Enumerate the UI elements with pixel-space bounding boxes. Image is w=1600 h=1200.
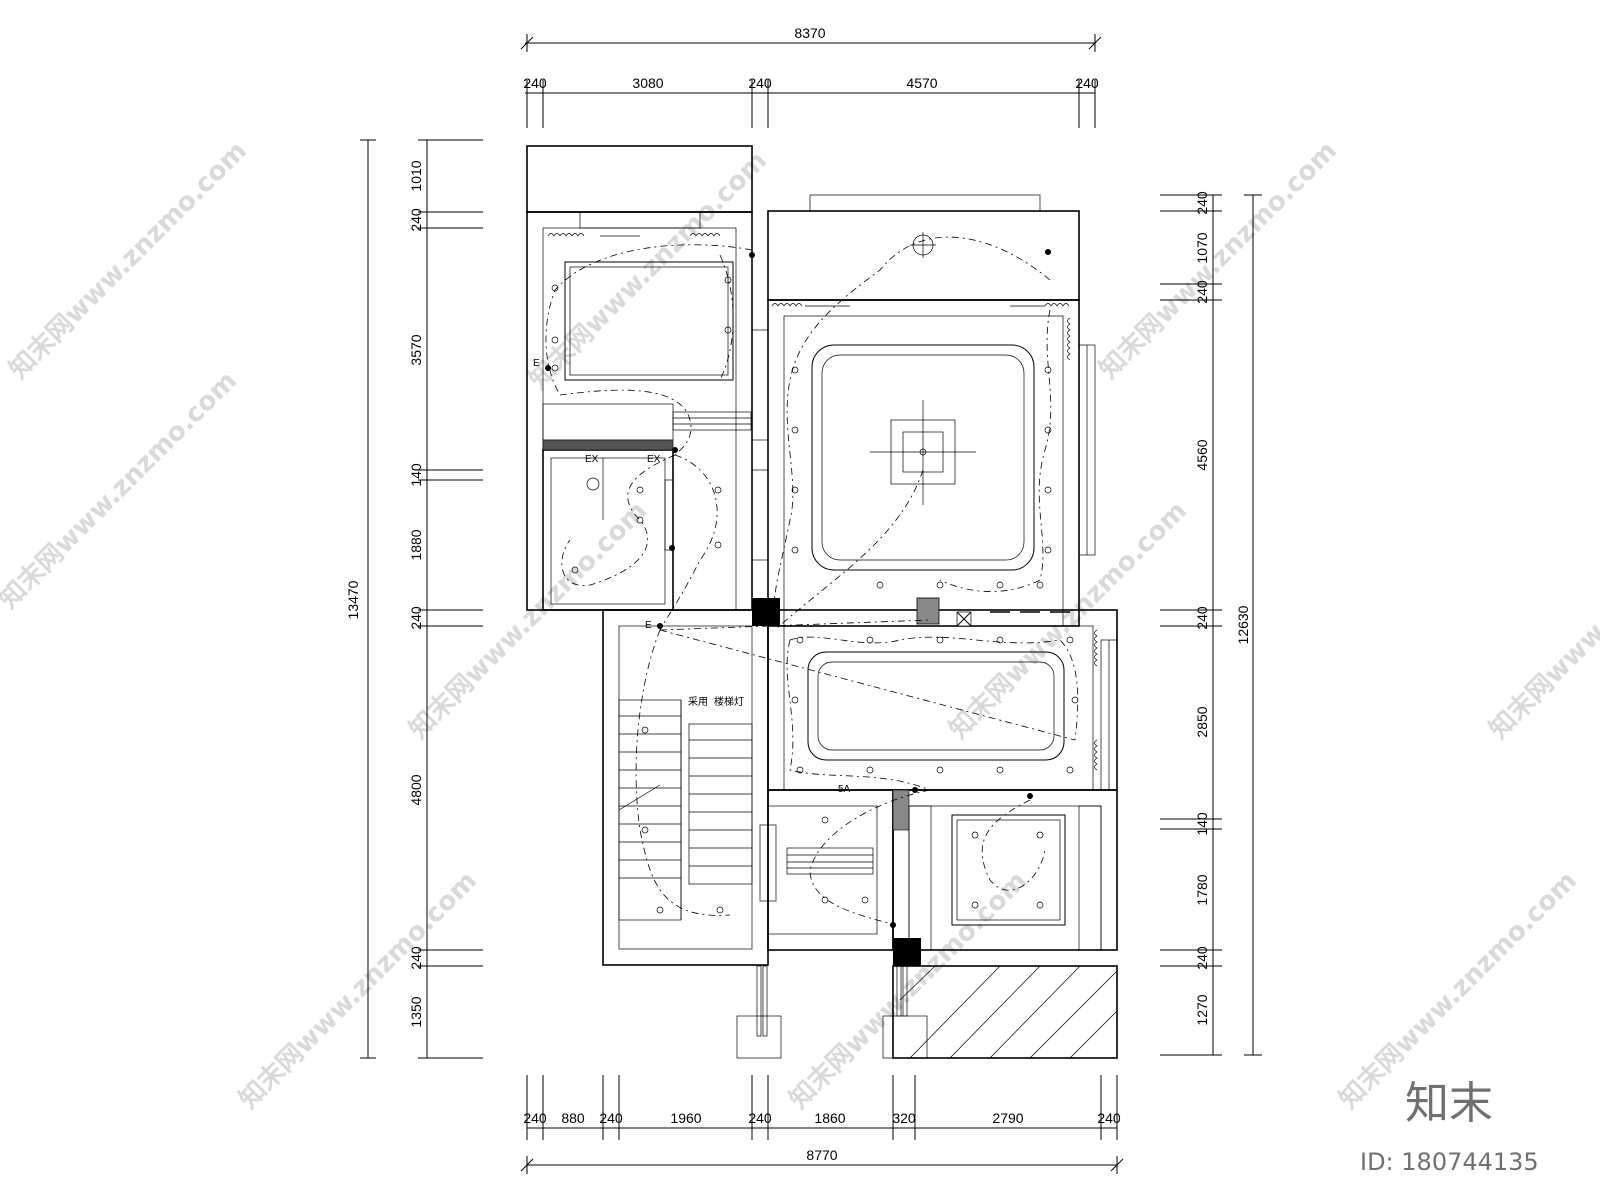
- watermark-text: 知末网www.znzmo.com: [1094, 136, 1343, 385]
- label-ex-1: EX: [585, 454, 599, 465]
- dim-top-3: 4570: [906, 75, 937, 91]
- dim-bottom-0: 240: [523, 1110, 547, 1126]
- label-switch-e1: E: [533, 358, 540, 369]
- dim-left-2: 3570: [408, 334, 424, 365]
- dim-right-1: 1070: [1194, 232, 1210, 263]
- dim-left-total: 13470: [345, 580, 361, 619]
- dim-top-4: 240: [1075, 75, 1099, 91]
- dim-top-2: 240: [748, 75, 772, 91]
- watermark-text: 知末网www.znzmo.com: [524, 146, 773, 395]
- dim-top-0: 240: [523, 75, 547, 91]
- dim-bottom-8: 240: [1097, 1110, 1121, 1126]
- label-switch-5a: 5A: [838, 784, 851, 795]
- watermark-text: 知末网www.znzmo.com: [234, 866, 483, 1115]
- bottom-dimensions: 240 880 240 1960 240 1860 320 2790 240 8…: [520, 1075, 1124, 1174]
- light-fixtures: [551, 276, 1079, 914]
- label-switch-e2: E: [645, 620, 652, 631]
- plan-labels: EX EX 采用 楼梯灯 5A E E: [533, 358, 851, 795]
- brand-logo-text: 知末: [1405, 1078, 1493, 1129]
- right-dimensions: 12630 240 1070 240 4560 240 2850 140 178…: [1160, 191, 1262, 1056]
- dim-right-8: 240: [1194, 946, 1210, 970]
- top-dimensions: 8370 240 3080 240 4570 240: [520, 25, 1102, 128]
- watermark-text: 知末网www.znzmo.com: [4, 136, 253, 385]
- dim-left-1: 240: [408, 208, 424, 232]
- watermark-text: 知末网www.znzmo.com: [0, 366, 243, 615]
- dim-bottom-total: 8770: [806, 1147, 837, 1163]
- ceilings: [564, 232, 1070, 926]
- dim-right-2: 240: [1194, 280, 1210, 304]
- dim-bottom-7: 2790: [992, 1110, 1023, 1126]
- watermark-text: 知末网www.znzmo.com: [784, 866, 1033, 1115]
- label-stair-prefix: 采用: [688, 696, 708, 708]
- dim-left-3: 140: [408, 463, 424, 487]
- dim-top-total: 8370: [794, 25, 825, 41]
- dim-left-7: 240: [408, 946, 424, 970]
- dim-right-total: 12630: [1235, 605, 1251, 644]
- dim-left-5: 240: [408, 606, 424, 630]
- dim-top-1: 3080: [632, 75, 663, 91]
- curtain-tracks: [547, 233, 1098, 771]
- dim-bottom-5: 1860: [814, 1110, 845, 1126]
- image-id: ID: 180744135: [1360, 1148, 1539, 1176]
- watermark-text: 知末网www.znzmo.com: [944, 496, 1193, 745]
- label-stair-light: 楼梯灯: [714, 695, 744, 708]
- dim-right-0: 240: [1194, 191, 1210, 215]
- watermark-text: 知末网www.znzmo.com: [1484, 496, 1600, 745]
- balcony-hatch: [899, 965, 1118, 1059]
- dim-left-6: 4800: [408, 774, 424, 805]
- dim-left-8: 1350: [408, 996, 424, 1027]
- label-ex-2: EX: [647, 454, 661, 465]
- dim-left-0: 1010: [408, 160, 424, 191]
- dim-bottom-6: 320: [892, 1110, 916, 1126]
- dim-right-7: 1780: [1194, 874, 1210, 905]
- watermark-text: 知末网www.znzmo.com: [404, 496, 653, 745]
- walls: [526, 145, 1118, 1059]
- brand-mark: 知末 ID: 180744135: [1360, 1078, 1539, 1176]
- wiring: [545, 236, 1079, 926]
- stairs: [618, 699, 753, 921]
- dim-right-4: 240: [1194, 606, 1210, 630]
- switches: [545, 249, 1051, 928]
- left-dimensions: 13470 1010 240 3570 140 1880 240 4800 24…: [345, 139, 483, 1059]
- dim-bottom-4: 240: [748, 1110, 772, 1126]
- dim-right-6: 140: [1194, 812, 1210, 836]
- dim-right-3: 4560: [1194, 439, 1210, 470]
- dim-bottom-2: 240: [599, 1110, 623, 1126]
- dim-left-4: 1880: [408, 529, 424, 560]
- dim-bottom-3: 1960: [670, 1110, 701, 1126]
- dim-right-5: 2850: [1194, 706, 1210, 737]
- dim-bottom-1: 880: [561, 1110, 585, 1126]
- dim-right-9: 1270: [1194, 994, 1210, 1025]
